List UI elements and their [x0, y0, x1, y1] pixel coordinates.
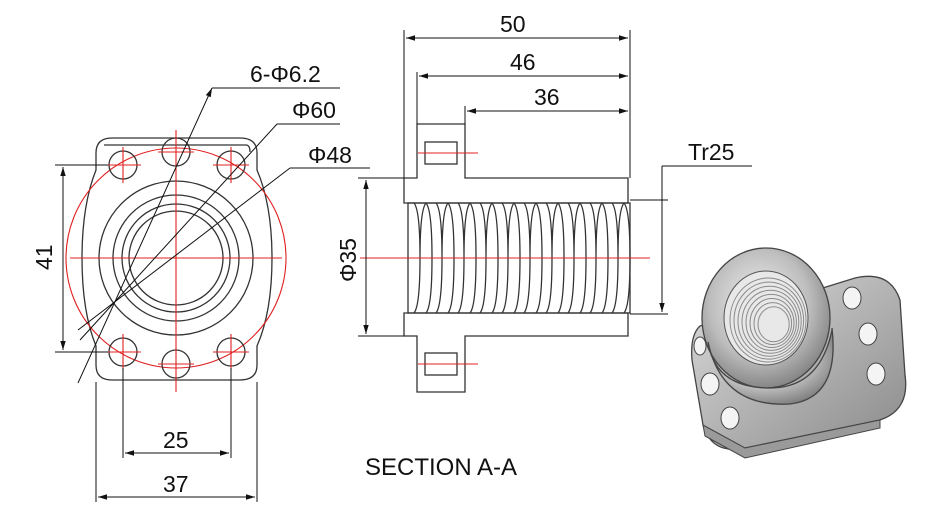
label-width-25: 25 — [163, 427, 189, 453]
section-view: 50 46 36 Φ35 Tr25 — [335, 11, 752, 393]
iso-bolt-holes — [693, 286, 886, 430]
front-view: 6-Φ6.2 Φ60 Φ48 41 25 37 — [31, 61, 370, 502]
label-width-37: 37 — [163, 471, 189, 497]
label-length-36: 36 — [534, 84, 560, 110]
thread-ring — [753, 302, 793, 346]
thread-ring — [729, 277, 807, 363]
leaders — [77, 87, 370, 384]
thread-ring — [733, 281, 805, 360]
flange-outline — [81, 137, 273, 381]
thread-ring — [741, 289, 800, 354]
iso-thread-rings — [729, 277, 807, 363]
label-thread: Tr25 — [688, 139, 734, 165]
label-length-46: 46 — [510, 49, 536, 75]
thread-ring — [749, 298, 795, 348]
section-caption: SECTION A-A — [365, 454, 517, 481]
thread-ring — [745, 293, 797, 351]
label-holes: 6-Φ6.2 — [250, 61, 321, 87]
label-pcd: Φ48 — [308, 142, 352, 168]
label-length-50: 50 — [500, 11, 526, 37]
label-height-41: 41 — [31, 244, 57, 270]
thread-ring — [757, 306, 790, 343]
thread-ring — [737, 285, 802, 357]
label-flange-dia: Φ60 — [292, 97, 336, 123]
isometric-view — [691, 247, 907, 459]
label-body-dia: Φ35 — [335, 238, 361, 282]
